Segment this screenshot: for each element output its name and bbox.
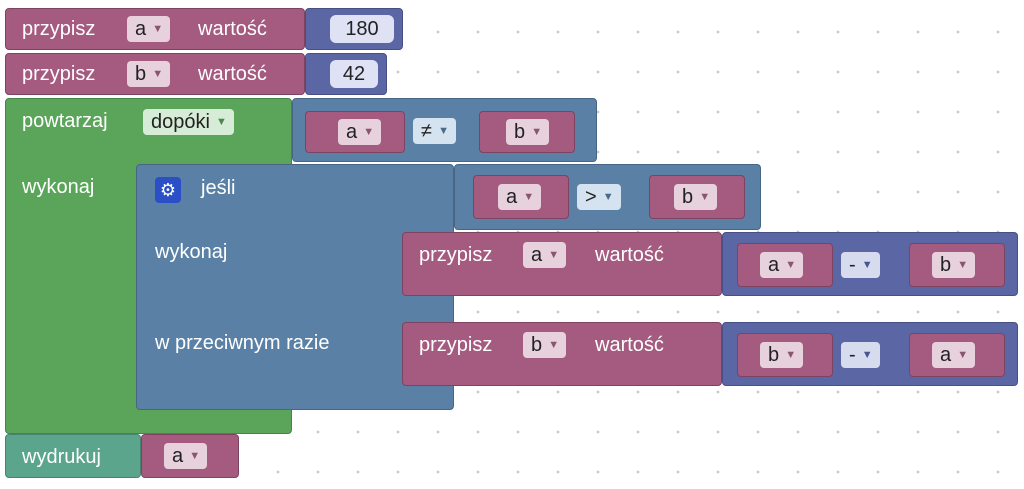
then-assign-verb: przypisz (419, 244, 493, 266)
assign-a-block[interactable]: przypisz a ▼ wartość (5, 8, 305, 50)
chevron-down-icon: ▼ (189, 450, 201, 462)
then-assign-block[interactable]: przypisz a ▼ wartość (402, 232, 722, 296)
loop-cond-right-dropdown[interactable]: b ▼ (506, 119, 550, 145)
else-assign-block[interactable]: przypisz b ▼ wartość (402, 322, 722, 386)
loop-do-label: wykonaj (22, 176, 95, 198)
assign-a-verb: przypisz (22, 18, 96, 40)
print-label: wydrukuj (22, 446, 101, 468)
assign-b-block[interactable]: przypisz b ▼ wartość (5, 53, 305, 95)
chevron-down-icon: ▼ (957, 259, 969, 271)
number-180-block[interactable]: 180 (305, 8, 403, 50)
assign-a-var-dropdown[interactable]: a ▼ (127, 16, 171, 42)
if-cond-right-dropdown[interactable]: b ▼ (674, 184, 718, 210)
loop-cond-operator-dropdown[interactable]: ≠ ▼ (413, 118, 456, 144)
chevron-down-icon: ▼ (602, 191, 614, 203)
loop-mode-dropdown[interactable]: dopóki ▼ (143, 109, 234, 135)
chevron-down-icon: ▼ (438, 125, 449, 137)
chevron-down-icon: ▼ (861, 259, 873, 271)
number-42-field[interactable]: 42 (330, 60, 378, 88)
then-arith-operator-dropdown[interactable]: - ▼ (841, 252, 880, 278)
then-arith-right-var[interactable]: b ▼ (909, 243, 1005, 287)
loop-label: powtarzaj (22, 110, 108, 132)
chevron-down-icon: ▼ (785, 349, 797, 361)
then-arith-left-dropdown[interactable]: a ▼ (760, 252, 804, 278)
loop-bottom-arm (5, 410, 292, 434)
else-arith-right-var[interactable]: a ▼ (909, 333, 1005, 377)
if-else-label: w przeciwnym razie (155, 332, 330, 354)
chevron-down-icon: ▼ (548, 249, 560, 261)
if-cond-operator-dropdown[interactable]: > ▼ (577, 184, 621, 210)
loop-compare-block[interactable]: a ▼ ≠ ▼ b ▼ (292, 98, 597, 162)
assign-b-var-dropdown[interactable]: b ▼ (127, 61, 171, 87)
chevron-down-icon: ▼ (699, 191, 711, 203)
then-assign-word: wartość (595, 244, 664, 266)
chevron-down-icon: ▼ (363, 126, 375, 138)
if-compare-block[interactable]: a ▼ > ▼ b ▼ (454, 164, 761, 230)
gear-icon[interactable]: ⚙ (155, 177, 181, 203)
if-label: jeśli (201, 177, 236, 199)
chevron-down-icon: ▼ (152, 23, 164, 35)
else-arith-right-dropdown[interactable]: a ▼ (932, 342, 976, 368)
chevron-down-icon: ▼ (523, 191, 535, 203)
chevron-down-icon: ▼ (152, 68, 164, 80)
assign-a-word: wartość (198, 18, 267, 40)
number-42-block[interactable]: 42 (305, 53, 387, 95)
chevron-down-icon: ▼ (531, 126, 543, 138)
print-block[interactable]: wydrukuj (5, 434, 141, 478)
chevron-down-icon: ▼ (785, 259, 797, 271)
chevron-down-icon: ▼ (957, 349, 969, 361)
else-arith-left-dropdown[interactable]: b ▼ (760, 342, 804, 368)
else-assign-var-dropdown[interactable]: b ▼ (523, 332, 567, 358)
assign-b-word: wartość (198, 63, 267, 85)
if-cond-left-var[interactable]: a ▼ (473, 175, 569, 219)
then-arith-right-dropdown[interactable]: b ▼ (932, 252, 976, 278)
number-180-field[interactable]: 180 (330, 15, 394, 43)
print-var-block[interactable]: a ▼ (141, 434, 239, 478)
chevron-down-icon: ▼ (216, 116, 227, 128)
print-var-dropdown[interactable]: a ▼ (164, 443, 208, 469)
if-cond-right-var[interactable]: b ▼ (649, 175, 745, 219)
else-assign-verb: przypisz (419, 334, 493, 356)
loop-cond-left-dropdown[interactable]: a ▼ (338, 119, 382, 145)
loop-cond-left-var[interactable]: a ▼ (305, 111, 405, 153)
then-arith-left-var[interactable]: a ▼ (737, 243, 833, 287)
else-arith-left-var[interactable]: b ▼ (737, 333, 833, 377)
if-do-label: wykonaj (155, 241, 228, 263)
chevron-down-icon: ▼ (861, 349, 873, 361)
else-assign-word: wartość (595, 334, 664, 356)
else-arith-block[interactable]: b ▼ - ▼ a ▼ (722, 322, 1018, 386)
chevron-down-icon: ▼ (548, 339, 560, 351)
assign-b-verb: przypisz (22, 63, 96, 85)
else-arith-operator-dropdown[interactable]: - ▼ (841, 342, 880, 368)
if-cond-left-dropdown[interactable]: a ▼ (498, 184, 542, 210)
then-arith-block[interactable]: a ▼ - ▼ b ▼ (722, 232, 1018, 296)
then-assign-var-dropdown[interactable]: a ▼ (523, 242, 567, 268)
loop-cond-right-var[interactable]: b ▼ (479, 111, 575, 153)
if-else-block[interactable]: ⚙ jeśli wykonaj w przeciwnym razie (136, 164, 454, 410)
